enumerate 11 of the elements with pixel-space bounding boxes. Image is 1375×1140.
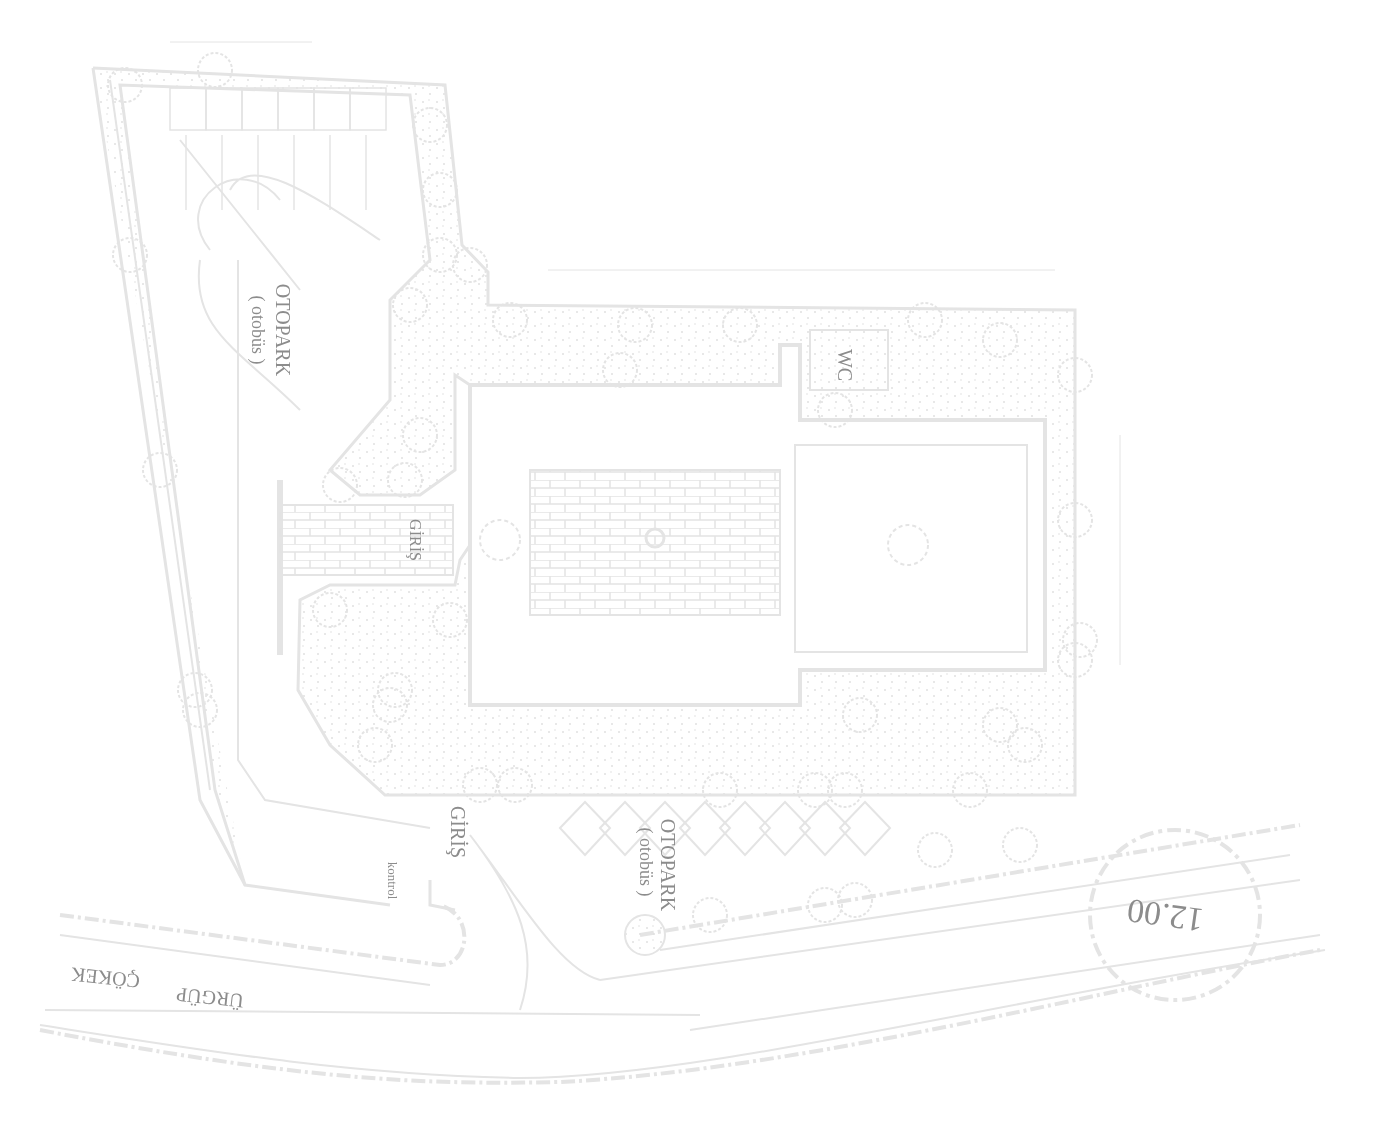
plan-label: ( otobüs )	[636, 827, 654, 897]
plan-label: GİRİŞ	[448, 805, 469, 859]
plan-label: ÇÖKEK	[69, 964, 141, 992]
plan-label: WC	[835, 348, 856, 382]
road-width-label: 12.00	[1124, 892, 1205, 938]
plan-label: kontrol	[386, 861, 400, 899]
plan-label: GİRİŞ	[406, 519, 423, 561]
plan-label: OTOPARK	[658, 818, 679, 912]
plan-label: OTOPARK	[273, 283, 294, 377]
plan-label: ( otobüs )	[248, 295, 266, 365]
plan-label: ÜRGÜP	[175, 984, 245, 1012]
